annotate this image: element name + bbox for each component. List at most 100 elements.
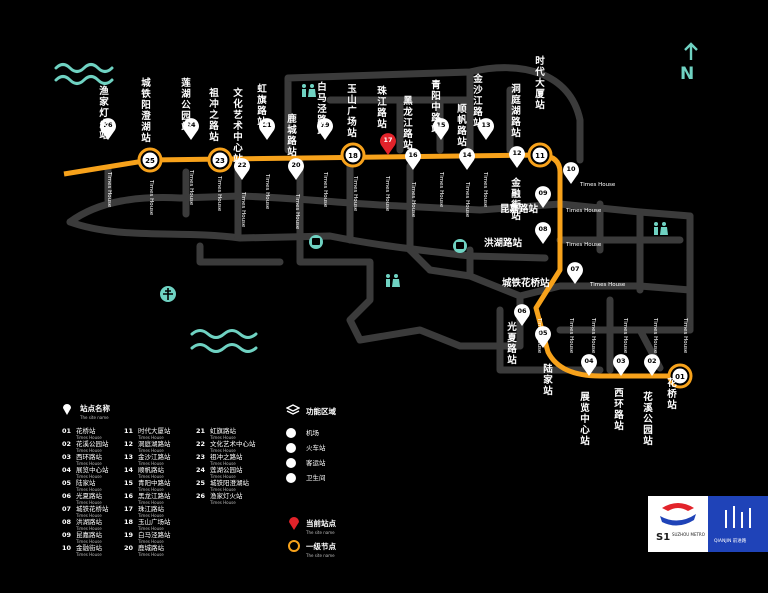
location-pin-icon — [535, 222, 551, 244]
legend-item-sub: Times House — [76, 539, 102, 544]
times-house-label: Times House — [352, 175, 358, 212]
station-number: 23 — [215, 157, 225, 165]
location-pin-icon — [478, 118, 494, 140]
times-house-label: Times House — [322, 171, 328, 208]
station-number: 14 — [462, 151, 472, 159]
station-label: 金沙江路站 — [472, 73, 483, 129]
node-core — [672, 368, 688, 384]
times-house-label: Times House — [565, 242, 602, 248]
station-24[interactable]: 24 — [183, 118, 200, 140]
legend-item-name: 时代大厦站 — [138, 427, 171, 435]
times-house-label: Times House — [482, 171, 488, 208]
legend-item-sub: Times House — [138, 461, 164, 466]
station-number: 11 — [535, 152, 545, 160]
times-house-label: Times House — [148, 179, 154, 216]
station-01[interactable]: 01 — [667, 363, 693, 389]
location-pin-icon — [644, 354, 660, 376]
station-26[interactable]: 26 — [100, 118, 116, 140]
station-number: 13 — [481, 121, 490, 129]
times-house-label: Times House — [240, 191, 246, 228]
station-02[interactable]: 02 — [644, 354, 660, 376]
legend-item-num: 18 — [124, 518, 134, 526]
station-07[interactable]: 07 — [567, 262, 583, 284]
legend-item-name: 洞庭湖路站 — [138, 440, 171, 448]
station-number: 05 — [538, 329, 548, 337]
station-25[interactable]: 25 — [137, 147, 163, 173]
station-20[interactable]: 20 — [288, 158, 304, 180]
station-09[interactable]: 09 — [535, 186, 551, 208]
wave-icon — [54, 63, 258, 353]
station-number: 19 — [320, 121, 330, 129]
station-17[interactable]: 17 — [380, 133, 396, 155]
station-04[interactable]: 04 — [581, 354, 598, 376]
station-03[interactable]: 03 — [613, 354, 629, 376]
legend-item-sub: Times House — [138, 487, 164, 492]
bus-icon — [286, 458, 296, 468]
legend-item-sub: Times House — [210, 500, 236, 505]
station-label: 莲湖公园站 — [181, 77, 191, 133]
legend-item-sub: Times House — [76, 435, 102, 440]
station-10[interactable]: 10 — [563, 162, 579, 184]
station-11[interactable]: 11 — [527, 142, 553, 168]
legend-item-name: 渔家灯火站 — [210, 492, 243, 500]
station-13[interactable]: 13 — [478, 118, 494, 140]
station-number: 07 — [570, 265, 579, 273]
location-pin-icon — [458, 148, 475, 170]
north-label: N — [680, 64, 695, 84]
legend-area-label: 客运站 — [306, 459, 326, 467]
station-18[interactable]: 18 — [340, 142, 366, 168]
legend-item-sub: Times House — [138, 513, 164, 518]
station-label: 花溪公园站 — [643, 391, 653, 447]
station-12[interactable]: 12 — [508, 146, 526, 168]
legend-item-num: 20 — [124, 544, 134, 552]
location-pin-icon — [514, 304, 530, 326]
station-number: 16 — [408, 151, 418, 159]
legend-item-num: 21 — [196, 427, 206, 435]
legend-item-sub: Times House — [210, 487, 236, 492]
station-number: 10 — [566, 165, 576, 173]
location-pin-icon — [433, 118, 449, 140]
location-pin-icon — [535, 326, 551, 348]
station-08[interactable]: 08 — [535, 222, 551, 244]
legend-item-num: 09 — [62, 531, 72, 539]
legend-item-num: 12 — [124, 440, 134, 448]
station-number: 15 — [436, 121, 446, 129]
legend-item-num: 05 — [62, 479, 72, 487]
legend-item-name: 城铁花桥站 — [76, 505, 109, 513]
legend-item-name: 白马泾路站 — [138, 531, 171, 539]
station-label: 陆家站 — [543, 363, 553, 397]
node-core — [142, 152, 158, 168]
legend-node: 一级节点 The site name — [306, 542, 336, 558]
station-14[interactable]: 14 — [458, 148, 475, 170]
station-19[interactable]: 19 — [317, 118, 333, 140]
legend-stations-title: 站点名称 The site name — [80, 404, 110, 420]
station-23[interactable]: 23 — [207, 147, 233, 173]
times-house-label: Times House — [294, 193, 300, 230]
station-number: 02 — [647, 357, 656, 365]
station-16[interactable]: 16 — [405, 148, 421, 170]
station-05[interactable]: 05 — [535, 326, 551, 348]
station-22[interactable]: 22 — [234, 158, 250, 180]
station-label: 展览中心站 — [580, 392, 590, 447]
airplane-icon — [160, 286, 176, 302]
restroom-icon — [286, 473, 296, 483]
station-15[interactable]: 15 — [433, 118, 449, 140]
station-label: 顺帆路站 — [457, 104, 467, 148]
legend-item-name: 文化艺术中心站 — [210, 440, 256, 448]
legend-item-name: 洪湖路站 — [76, 518, 102, 526]
station-number: 17 — [383, 136, 392, 144]
node-circle-icon — [288, 540, 300, 552]
legend-item-sub: Times House — [76, 474, 102, 479]
station-21[interactable]: 21 — [259, 118, 275, 140]
location-pin-icon — [405, 148, 421, 170]
station-06[interactable]: 06 — [514, 304, 530, 326]
legend-item-num: 15 — [124, 479, 134, 487]
station-label: 金融街站 — [510, 177, 521, 222]
